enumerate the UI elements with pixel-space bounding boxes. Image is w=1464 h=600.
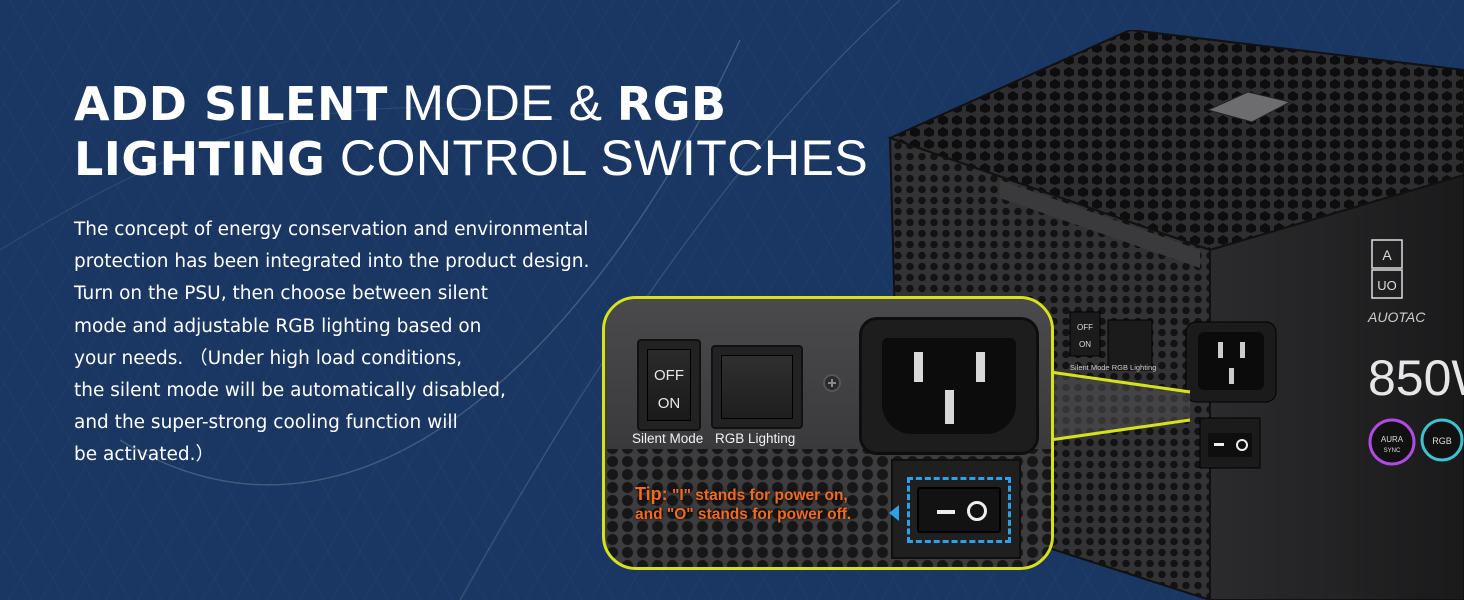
psu-side-face	[1209, 173, 1464, 600]
description-line: mode and adjustable RGB lighting based o…	[74, 315, 482, 337]
power-switch	[891, 459, 1021, 559]
headline-bold-rgb: RGB	[616, 77, 727, 131]
svg-text:Silent Mode RGB Lighting: Silent Mode RGB Lighting	[1070, 363, 1156, 372]
switch-on-label: ON	[657, 395, 681, 412]
silent-mode-label: Silent Mode	[632, 431, 704, 446]
headline-bold-lighting: LIGHTING	[74, 132, 326, 186]
socket-pin	[945, 390, 954, 424]
svg-text:AURA: AURA	[1381, 435, 1404, 444]
headline-line-2: LIGHTING CONTROL SWITCHES	[74, 131, 868, 186]
switch-off-label: OFF	[654, 367, 684, 384]
description-line: be activated.）	[74, 444, 214, 466]
tip-line-2: and "O" stands for power off.	[635, 506, 852, 523]
description-line: the silent mode will be automatically di…	[74, 380, 506, 402]
power-socket	[859, 317, 1039, 455]
svg-text:OFF: OFF	[1077, 323, 1093, 332]
description-text: The concept of energy conservation and e…	[74, 214, 674, 472]
description-line: The concept of energy conservation and e…	[74, 219, 589, 240]
headline-light-control: CONTROL SWITCHES	[325, 130, 869, 186]
headline-bold-silent: ADD SILENT	[74, 77, 388, 131]
tip-line-1: "I" stands for power on,	[667, 487, 848, 504]
power-on-symbol-icon	[937, 510, 955, 514]
rgb-badge	[1420, 418, 1464, 462]
rgb-lighting-rocker	[721, 355, 793, 419]
description-line: your needs. （Under high load conditions,	[74, 347, 463, 369]
tip-heading: Tip:	[635, 484, 668, 504]
power-switch-highlight	[907, 477, 1011, 543]
psu-mini-silent-switch	[1069, 311, 1101, 357]
svg-text:SYNC: SYNC	[1384, 448, 1401, 454]
svg-text:RGB: RGB	[1432, 436, 1452, 446]
svg-text:A: A	[1382, 247, 1392, 263]
headline-light-mode: MODE &	[387, 75, 617, 131]
power-tip-text: Tip: "I" stands for power on, and "O" st…	[635, 485, 893, 524]
rgb-lighting-switch	[711, 345, 803, 429]
rgb-lighting-label: RGB Lighting	[715, 431, 796, 446]
headline: ADD SILENT MODE & RGB LIGHTING CONTROL S…	[74, 76, 868, 186]
silent-mode-switch: OFF ON	[637, 339, 701, 431]
screw-icon	[823, 374, 841, 392]
svg-text:ON: ON	[1079, 340, 1091, 349]
switch-closeup-callout: OFF ON Silent Mode RGB Lighting Tip: "I"…	[602, 296, 1054, 570]
psu-mini-rgb-switch	[1107, 319, 1153, 371]
description-line: Turn on the PSU, then choose between sil…	[74, 283, 489, 305]
power-off-symbol-icon	[967, 501, 987, 521]
socket-pin	[914, 352, 923, 382]
description-line: protection has been integrated into the …	[74, 251, 590, 273]
svg-text:UO: UO	[1377, 278, 1397, 293]
psu-brand-text: AUOTAC	[1367, 309, 1426, 325]
psu-top-logo-plate	[1206, 91, 1292, 123]
silent-mode-rocker	[647, 349, 691, 421]
psu-wattage-text: 850W	[1368, 350, 1464, 406]
tip-pointer-icon	[889, 505, 899, 521]
headline-line-1: ADD SILENT MODE & RGB	[74, 76, 868, 131]
description-line: and the super-strong cooling function wi…	[74, 412, 458, 434]
socket-pin	[976, 352, 985, 382]
power-switch-rocker	[917, 487, 1001, 533]
power-socket-inner	[882, 338, 1016, 434]
aura-sync-badge	[1368, 418, 1416, 466]
